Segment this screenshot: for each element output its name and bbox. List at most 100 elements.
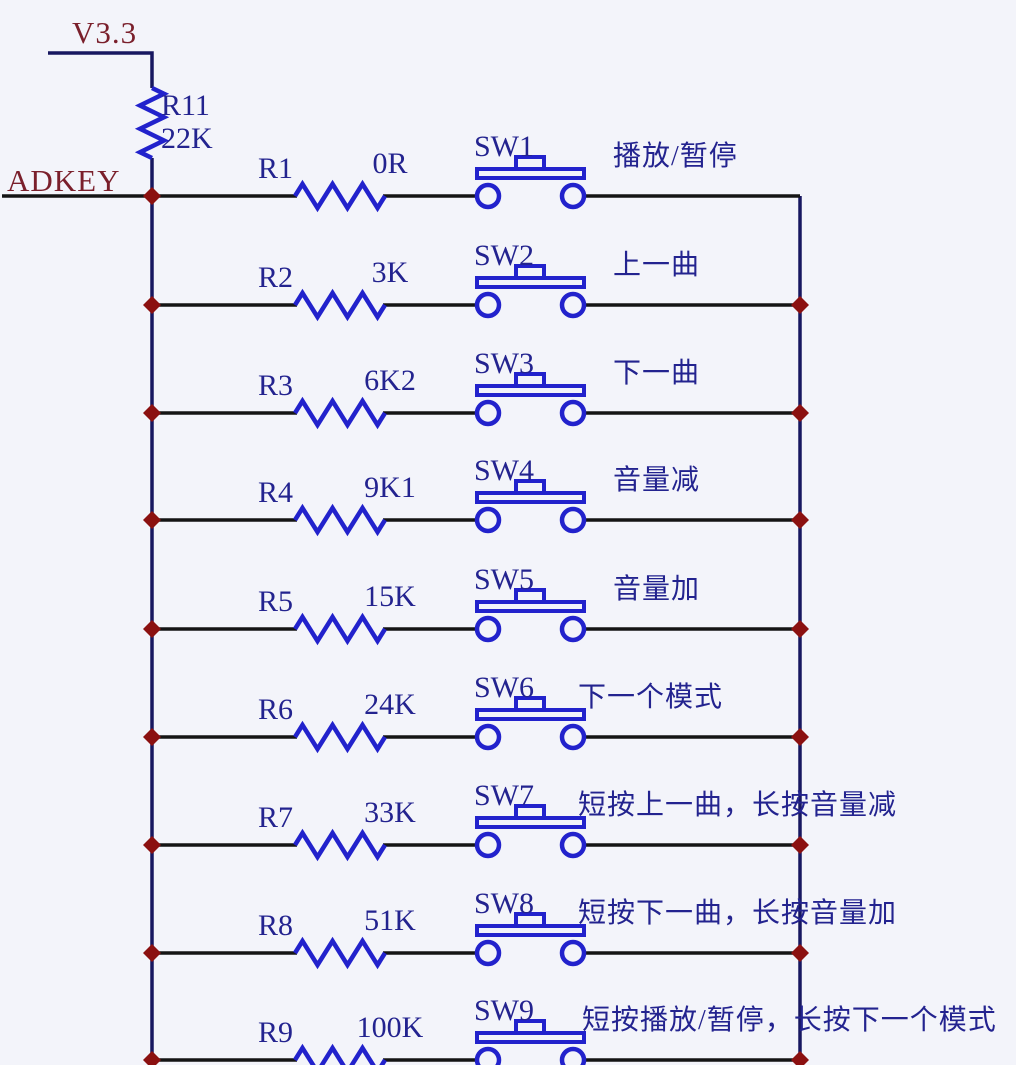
- switch-actuator-bar: [475, 708, 586, 721]
- junction-dot: [791, 511, 809, 529]
- junction-dot: [143, 1051, 161, 1065]
- switch-terminal: [559, 399, 587, 427]
- switch-ref-label: SW8: [474, 887, 534, 920]
- switch-actuator-bar: [475, 600, 586, 613]
- resistor-value-label: 0R: [372, 147, 408, 180]
- pullup-resistor-value-label: 22K: [161, 122, 213, 155]
- pullup-resistor-symbol: [134, 85, 170, 161]
- function-label: 上一曲: [613, 250, 701, 281]
- resistor-ref-label: R5: [258, 585, 294, 618]
- switch-terminal: [559, 723, 587, 751]
- junction-dot: [143, 944, 161, 962]
- resistor-symbol: [293, 612, 387, 646]
- resistor-ref-label: R8: [258, 909, 294, 942]
- junction-dot: [143, 836, 161, 854]
- junction-dot: [143, 511, 161, 529]
- switch-terminal: [474, 291, 502, 319]
- power-net-label: V3.3: [72, 15, 138, 50]
- switch-actuator-bump: [514, 588, 546, 602]
- resistor-value-label: 15K: [364, 580, 416, 613]
- switch-actuator-bump: [514, 1019, 546, 1033]
- switch-actuator-bar: [475, 924, 586, 937]
- resistor-symbol: [293, 288, 387, 322]
- switch-ref-label: SW3: [474, 347, 534, 380]
- junction-dot: [791, 728, 809, 746]
- resistor-ref-label: R9: [258, 1016, 294, 1049]
- resistor-ref-label: R3: [258, 369, 294, 402]
- switch-terminal: [474, 1046, 502, 1065]
- switch-terminal: [474, 399, 502, 427]
- switch-ref-label: SW7: [474, 779, 534, 812]
- switch-ref-label: SW2: [474, 239, 534, 272]
- resistor-ref-label: R2: [258, 261, 294, 294]
- function-label: 音量减: [613, 465, 701, 496]
- switch-terminal: [559, 1046, 587, 1065]
- switch-terminal: [474, 615, 502, 643]
- resistor-value-label: 24K: [364, 688, 416, 721]
- resistor-ref-label: R7: [258, 801, 294, 834]
- resistor-symbol: [293, 720, 387, 754]
- switch-actuator-bar: [475, 816, 586, 829]
- junction-dot: [143, 187, 161, 205]
- switch-terminal: [559, 831, 587, 859]
- function-label: 短按播放/暂停，长按下一个模式: [582, 1005, 997, 1036]
- junction-dot: [791, 944, 809, 962]
- switch-ref-label: SW6: [474, 671, 534, 704]
- switch-terminal: [559, 615, 587, 643]
- switch-terminal: [559, 939, 587, 967]
- switch-actuator-bar: [475, 384, 586, 397]
- switch-ref-label: SW5: [474, 563, 534, 596]
- resistor-symbol: [293, 828, 387, 862]
- junction-dot: [791, 1051, 809, 1065]
- junction-dot: [143, 728, 161, 746]
- function-label: 播放/暂停: [613, 141, 738, 172]
- resistor-symbol: [293, 396, 387, 430]
- switch-ref-label: SW4: [474, 454, 534, 487]
- resistor-ref-label: R4: [258, 476, 294, 509]
- switch-actuator-bar: [475, 491, 586, 504]
- resistor-value-label: 6K2: [364, 364, 416, 397]
- resistor-value-label: 9K1: [364, 471, 416, 504]
- switch-actuator-bump: [514, 155, 546, 169]
- adkey-net-label: ADKEY: [7, 163, 121, 198]
- switch-actuator-bump: [514, 479, 546, 493]
- switch-terminal: [559, 182, 587, 210]
- switch-actuator-bump: [514, 264, 546, 278]
- function-label: 下一个模式: [578, 682, 724, 713]
- wire: [48, 51, 154, 88]
- junction-dot: [143, 620, 161, 638]
- switch-terminal: [474, 182, 502, 210]
- function-label: 下一曲: [613, 358, 701, 389]
- resistor-ref-label: R1: [258, 152, 294, 185]
- resistor-symbol: [293, 503, 387, 537]
- switch-actuator-bar: [475, 276, 586, 289]
- switch-terminal: [474, 939, 502, 967]
- switch-actuator-bar: [475, 167, 586, 180]
- switch-ref-label: SW1: [474, 130, 534, 163]
- junction-dot: [143, 296, 161, 314]
- function-label: 音量加: [613, 574, 701, 605]
- resistor-symbol: [293, 1043, 387, 1065]
- junction-dot: [143, 404, 161, 422]
- switch-actuator-bump: [514, 696, 546, 710]
- switch-actuator-bump: [514, 912, 546, 926]
- resistor-symbol: [293, 179, 387, 213]
- junction-dot: [791, 620, 809, 638]
- function-label: 短按上一曲，长按音量减: [578, 790, 898, 821]
- switch-terminal: [559, 291, 587, 319]
- switch-actuator-bar: [475, 1031, 586, 1044]
- resistor-ref-label: R6: [258, 693, 294, 726]
- resistor-value-label: 3K: [371, 256, 409, 289]
- junction-dot: [791, 404, 809, 422]
- resistor-value-label: 51K: [364, 904, 416, 937]
- function-label: 短按下一曲，长按音量加: [578, 898, 898, 929]
- resistor-value-label: 33K: [364, 796, 416, 829]
- switch-terminal: [474, 723, 502, 751]
- junction-dot: [791, 296, 809, 314]
- junction-dot: [791, 836, 809, 854]
- resistor-value-label: 100K: [356, 1011, 424, 1044]
- switch-terminal: [474, 506, 502, 534]
- switch-terminal: [559, 506, 587, 534]
